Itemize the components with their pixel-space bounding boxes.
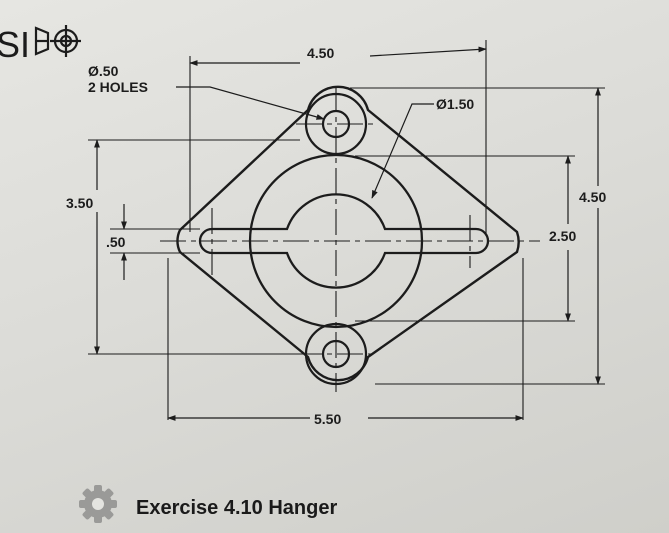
leader-lines (176, 86, 434, 199)
gear-icon (79, 485, 117, 523)
center-dia-label: Ø1.50 (436, 96, 474, 112)
center-lines (160, 86, 540, 392)
projection-symbol-icon (34, 25, 81, 57)
right-height-label: 4.50 (579, 189, 606, 205)
keyhole-slot (198, 193, 490, 289)
exercise-caption: Exercise 4.10 Hanger (136, 497, 338, 519)
dimension-lines (94, 46, 601, 421)
right-inner-label: 2.50 (549, 228, 576, 244)
hanger-outline (176, 85, 520, 382)
left-height-label: 3.50 (66, 195, 93, 211)
bottom-width-label: 5.50 (314, 411, 341, 427)
slot-width-label: .50 (106, 234, 126, 250)
top-width-label: 4.50 (307, 45, 334, 61)
hole-count-label: 2 HOLES (88, 79, 148, 95)
hole-dia-label: Ø.50 (88, 63, 119, 79)
header-symbol-text: SI (0, 24, 30, 65)
